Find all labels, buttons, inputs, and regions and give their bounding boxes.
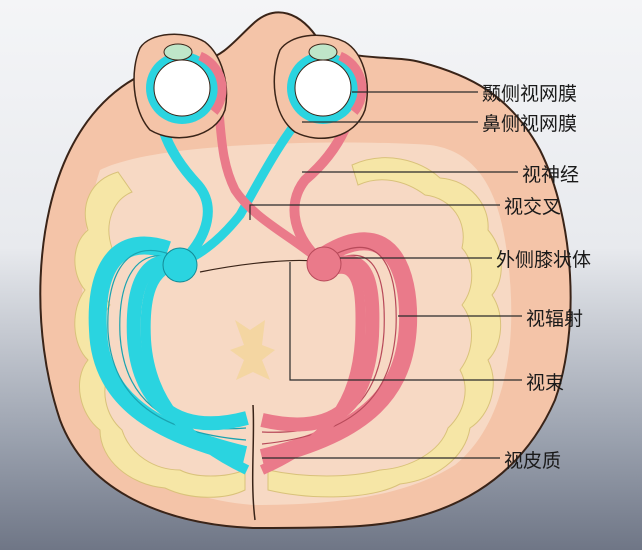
leader-optic-tract [289, 262, 522, 381]
label-optic-chiasm: 视交叉 [504, 196, 562, 218]
right-optic-radiation [259, 232, 418, 475]
left-optic-radiation [88, 236, 250, 475]
left-lateral-geniculate [162, 247, 198, 283]
midline [251, 404, 256, 521]
label-visual-cortex: 视皮质 [504, 450, 562, 472]
label-temporal-retina: 颞侧视网膜 [482, 83, 578, 105]
label-optic-radiation: 视辐射 [526, 308, 584, 330]
label-nasal-retina: 鼻侧视网膜 [482, 113, 578, 135]
leader-optic-chiasm [249, 204, 500, 220]
label-optic-nerve: 视神经 [522, 164, 580, 186]
right-eye [287, 43, 367, 124]
cortex-left [74, 171, 246, 498]
brainstem [230, 320, 275, 380]
leader-lines [249, 91, 522, 459]
left-eye [146, 43, 227, 124]
cortex-right [267, 157, 502, 498]
right-lateral-geniculate [306, 246, 342, 282]
label-lateral-geniculate: 外侧膝状体 [496, 249, 592, 271]
label-optic-tract: 视束 [526, 372, 565, 394]
